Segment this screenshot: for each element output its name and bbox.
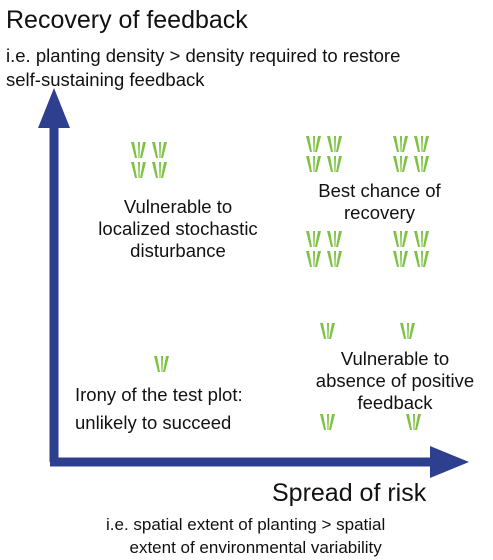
quadrant-top-right-line2: recovery (344, 202, 415, 223)
quadrant-top-left-line1: Vulnerable to (123, 196, 233, 217)
seagrass-plant-icon (152, 356, 171, 377)
seagrass-plant-icon (391, 136, 410, 157)
seagrass-plant-icon (325, 156, 344, 177)
seagrass-plant-icon (150, 162, 169, 183)
seagrass-plant-icon (412, 156, 431, 177)
y-axis-subtitle-line2: self-sustaining feedback (6, 69, 205, 90)
seagrass-plant-icon (412, 251, 431, 272)
seagrass-plant-icon (150, 142, 169, 163)
quadrant-bottom-left-line2: unlikely to succeed (75, 412, 232, 433)
seagrass-plant-icon (129, 142, 148, 163)
quadrant-bottom-right-line1: Vulnerable to (340, 348, 450, 369)
seagrass-plant-icon (412, 231, 431, 252)
seagrass-plant-icon (404, 414, 423, 435)
x-axis-subtitle-line1: i.e. spatial extent of planting > spatia… (106, 515, 386, 534)
quadrant-top-right-line1: Best chance of (318, 180, 441, 201)
seagrass-plant-icon (304, 231, 323, 252)
quadrant-bottom-right-line2: absence of positive (315, 370, 475, 391)
quadrant-top-left-label: Vulnerable to localized stochastic distu… (83, 196, 273, 262)
seagrass-plant-icon (412, 136, 431, 157)
quadrant-bottom-left-label: Irony of the test plot: unlikely to succ… (75, 384, 285, 434)
y-axis-subtitle: i.e. planting density > density required… (6, 44, 400, 92)
y-axis-title: Recovery of feedback (6, 6, 248, 34)
quadrant-bottom-right-line3: feedback (357, 392, 433, 413)
seagrass-plant-icon (318, 323, 337, 344)
x-axis-subtitle-line2: extent of environmental variability (129, 538, 382, 557)
x-axis-arrowhead (430, 446, 469, 478)
quadrant-top-left-line3: disturbance (130, 240, 226, 261)
seagrass-plant-icon (129, 162, 148, 183)
seagrass-plant-icon (325, 251, 344, 272)
quadrant-top-right-label: Best chance of recovery (292, 180, 467, 224)
quadrant-top-left-line2: localized stochastic (98, 218, 258, 239)
quadrant-bottom-left-line1: Irony of the test plot: (75, 384, 243, 405)
y-axis-subtitle-line1: i.e. planting density > density required… (6, 45, 401, 66)
seagrass-plant-icon (391, 156, 410, 177)
y-axis-arrowhead (38, 88, 70, 128)
seagrass-plant-icon (318, 414, 337, 435)
quadrant-bottom-right-label: Vulnerable to absence of positive feedba… (295, 348, 493, 414)
x-axis-title: Spread of risk (272, 479, 427, 507)
seagrass-plant-icon (391, 231, 410, 252)
seagrass-plant-icon (391, 251, 410, 272)
seagrass-plant-icon (398, 323, 417, 344)
seagrass-plant-icon (304, 156, 323, 177)
seagrass-plant-icon (304, 251, 323, 272)
seagrass-plant-icon (304, 136, 323, 157)
seagrass-plant-icon (325, 136, 344, 157)
x-axis-subtitle: i.e. spatial extent of planting > spatia… (106, 513, 385, 559)
seagrass-plant-icon (325, 231, 344, 252)
